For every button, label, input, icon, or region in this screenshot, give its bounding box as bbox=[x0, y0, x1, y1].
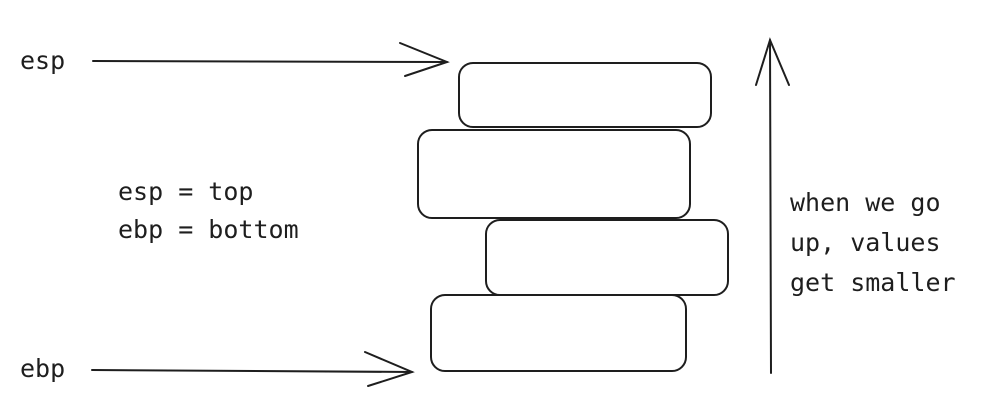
legend-esp: esp = top bbox=[118, 177, 254, 206]
note-line-3: get smaller bbox=[790, 268, 956, 297]
stack-block-3 bbox=[485, 219, 729, 296]
esp-arrow bbox=[92, 42, 450, 77]
stack-block-2 bbox=[417, 129, 691, 219]
esp-label: esp bbox=[20, 46, 66, 75]
note-line-2: up, values bbox=[790, 228, 941, 257]
ebp-arrow bbox=[91, 351, 415, 387]
stack-block-1 bbox=[458, 62, 712, 128]
up-arrow bbox=[755, 37, 790, 374]
note-line-1: when we go bbox=[790, 188, 941, 217]
ebp-label: ebp bbox=[20, 354, 66, 383]
legend-ebp: ebp = bottom bbox=[118, 215, 299, 244]
stack-block-4 bbox=[430, 294, 687, 372]
